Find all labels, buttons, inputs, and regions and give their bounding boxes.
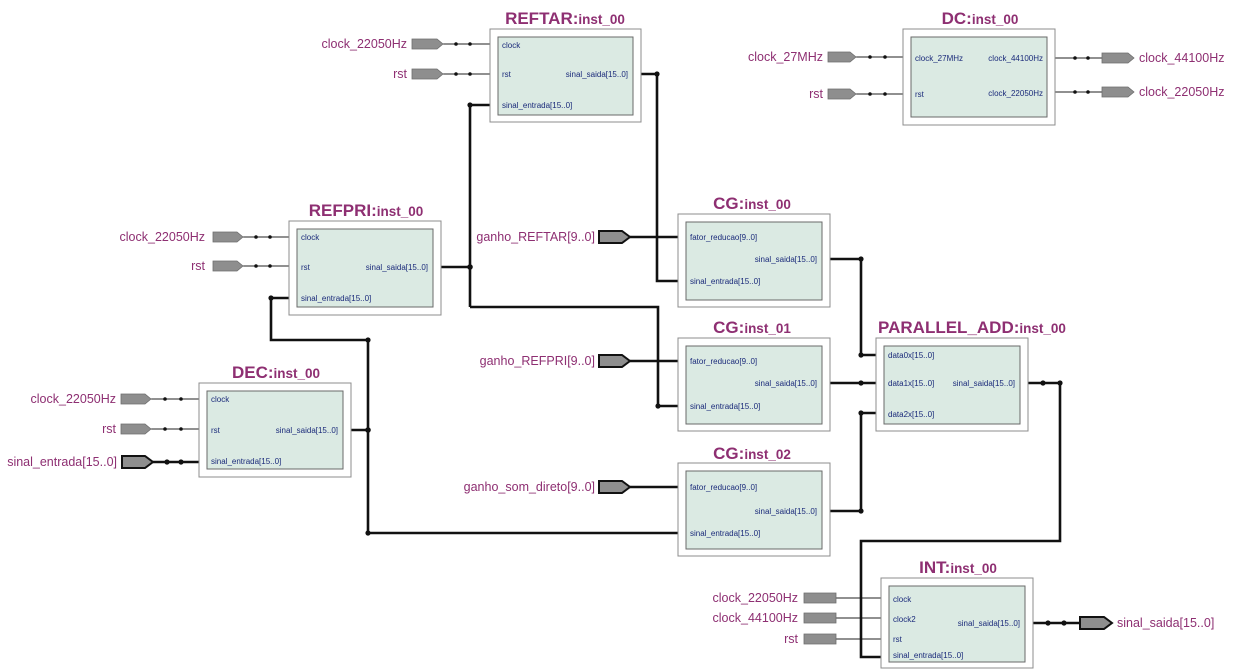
pin-dec-rst[interactable] xyxy=(120,423,152,435)
pin-label: clock_22050Hz xyxy=(713,591,798,605)
block-parallel-add[interactable]: PARALLEL_ADD:inst_00 data0x[15..0] data1… xyxy=(875,318,1066,432)
port-label: sinal_saida[15..0] xyxy=(566,70,628,79)
pin-refpri-rst[interactable] xyxy=(212,260,244,272)
pin-dc-out1[interactable] xyxy=(1101,52,1135,64)
pin-refpri-clock[interactable] xyxy=(212,231,244,243)
pin-label: clock_27MHz xyxy=(748,50,823,64)
port-label: clock xyxy=(211,395,230,404)
pin-ganho-refpri[interactable] xyxy=(598,354,632,368)
port-label: sinal_saida[15..0] xyxy=(755,255,817,264)
port-label: sinal_entrada[15..0] xyxy=(301,294,371,303)
block-title: DEC:inst_00 xyxy=(232,363,320,382)
pin-int-clock2[interactable] xyxy=(803,612,837,624)
pin-label: ganho_REFPRI[9..0] xyxy=(480,354,595,368)
pin-label: rst xyxy=(191,259,205,273)
port-label: clock_22050Hz xyxy=(988,89,1043,98)
pin-dc-out2[interactable] xyxy=(1101,86,1135,98)
port-label: sinal_saida[15..0] xyxy=(366,263,428,272)
pin-label: rst xyxy=(784,632,798,646)
block-title: CG:inst_00 xyxy=(713,194,791,213)
port-label: sinal_entrada[15..0] xyxy=(211,457,281,466)
port-label: sinal_saida[15..0] xyxy=(958,619,1020,628)
block-dec[interactable]: DEC:inst_00 clock rst sinal_entrada[15..… xyxy=(198,363,352,478)
pin-label: rst xyxy=(393,67,407,81)
port-label: rst xyxy=(893,635,903,644)
block-dc[interactable]: DC:inst_00 clock_27MHz rst clock_44100Hz… xyxy=(902,9,1056,126)
block-title: PARALLEL_ADD:inst_00 xyxy=(878,318,1066,337)
pin-reftar-clock[interactable] xyxy=(411,38,444,50)
port-label: sinal_entrada[15..0] xyxy=(690,277,760,286)
pins xyxy=(120,38,1135,645)
port-label: clock2 xyxy=(893,615,916,624)
port-label: fator_reducao[9..0] xyxy=(690,233,757,242)
port-label: clock xyxy=(301,233,320,242)
pin-dec-clock[interactable] xyxy=(120,393,152,405)
block-int[interactable]: INT:inst_00 clock clock2 rst sinal_entra… xyxy=(880,558,1034,669)
port-label: data0x[15..0] xyxy=(888,351,934,360)
pin-dec-in[interactable] xyxy=(121,455,155,469)
port-label: clock xyxy=(502,41,521,50)
pin-label: ganho_REFTAR[9..0] xyxy=(476,230,595,244)
pin-label: clock_22050Hz xyxy=(1139,85,1224,99)
pin-int-out[interactable] xyxy=(1079,616,1114,630)
pin-dc-rst[interactable] xyxy=(827,88,857,100)
port-label: clock xyxy=(893,595,912,604)
port-label: sinal_saida[15..0] xyxy=(953,379,1015,388)
block-cg-2[interactable]: CG:inst_02 fator_reducao[9..0] sinal_ent… xyxy=(677,444,831,557)
block-title: CG:inst_01 xyxy=(713,318,791,337)
pin-label: rst xyxy=(102,422,116,436)
wires xyxy=(150,42,1102,659)
block-title: DC:inst_00 xyxy=(942,9,1019,28)
pin-int-rst[interactable] xyxy=(803,633,837,645)
block-refpri[interactable]: REFPRI:inst_00 clock rst sinal_entrada[1… xyxy=(288,201,442,316)
pin-reftar-rst[interactable] xyxy=(411,68,444,80)
port-label: sinal_entrada[15..0] xyxy=(690,529,760,538)
port-label: rst xyxy=(301,263,311,272)
block-title: REFPRI:inst_00 xyxy=(309,201,424,220)
port-label: rst xyxy=(211,426,221,435)
port-label: fator_reducao[9..0] xyxy=(690,357,757,366)
port-label: rst xyxy=(502,70,512,79)
pin-ganho-reftar[interactable] xyxy=(598,230,632,244)
pin-label: clock_22050Hz xyxy=(31,392,116,406)
pin-label: clock_44100Hz xyxy=(1139,51,1224,65)
port-label: rst xyxy=(915,90,925,99)
block-cg-1[interactable]: CG:inst_01 fator_reducao[9..0] sinal_ent… xyxy=(677,318,831,432)
block-reftar[interactable]: REFTAR:inst_00 clock rst sinal_entrada[1… xyxy=(489,9,642,123)
pin-label: clock_22050Hz xyxy=(120,230,205,244)
port-label: sinal_saida[15..0] xyxy=(276,426,338,435)
port-label: sinal_entrada[15..0] xyxy=(502,101,572,110)
port-label: fator_reducao[9..0] xyxy=(690,483,757,492)
block-cg-0[interactable]: CG:inst_00 fator_reducao[9..0] sinal_ent… xyxy=(677,194,831,308)
port-label: sinal_saida[15..0] xyxy=(755,507,817,516)
port-label: clock_44100Hz xyxy=(988,54,1043,63)
port-label: clock_27MHz xyxy=(915,54,963,63)
port-label: sinal_saida[15..0] xyxy=(755,379,817,388)
pin-label: sinal_saida[15..0] xyxy=(1117,616,1214,630)
pin-label: sinal_entrada[15..0] xyxy=(7,455,117,469)
port-label: sinal_entrada[15..0] xyxy=(690,402,760,411)
block-title: REFTAR:inst_00 xyxy=(505,9,625,28)
pin-ganho-som[interactable] xyxy=(598,480,632,494)
pin-label: clock_44100Hz xyxy=(713,611,798,625)
port-label: sinal_entrada[15..0] xyxy=(893,651,963,660)
pin-label: ganho_som_direto[9..0] xyxy=(464,480,595,494)
pin-label: rst xyxy=(809,87,823,101)
port-label: data2x[15..0] xyxy=(888,410,934,419)
port-label: data1x[15..0] xyxy=(888,379,934,388)
block-title: INT:inst_00 xyxy=(919,558,997,577)
pin-labels: clock_22050Hz rst clock_27MHz rst clock_… xyxy=(7,37,1224,646)
pin-label: clock_22050Hz xyxy=(322,37,407,51)
pin-dc-clock[interactable] xyxy=(827,51,857,63)
pin-int-clock[interactable] xyxy=(803,592,837,604)
block-title: CG:inst_02 xyxy=(713,444,791,463)
